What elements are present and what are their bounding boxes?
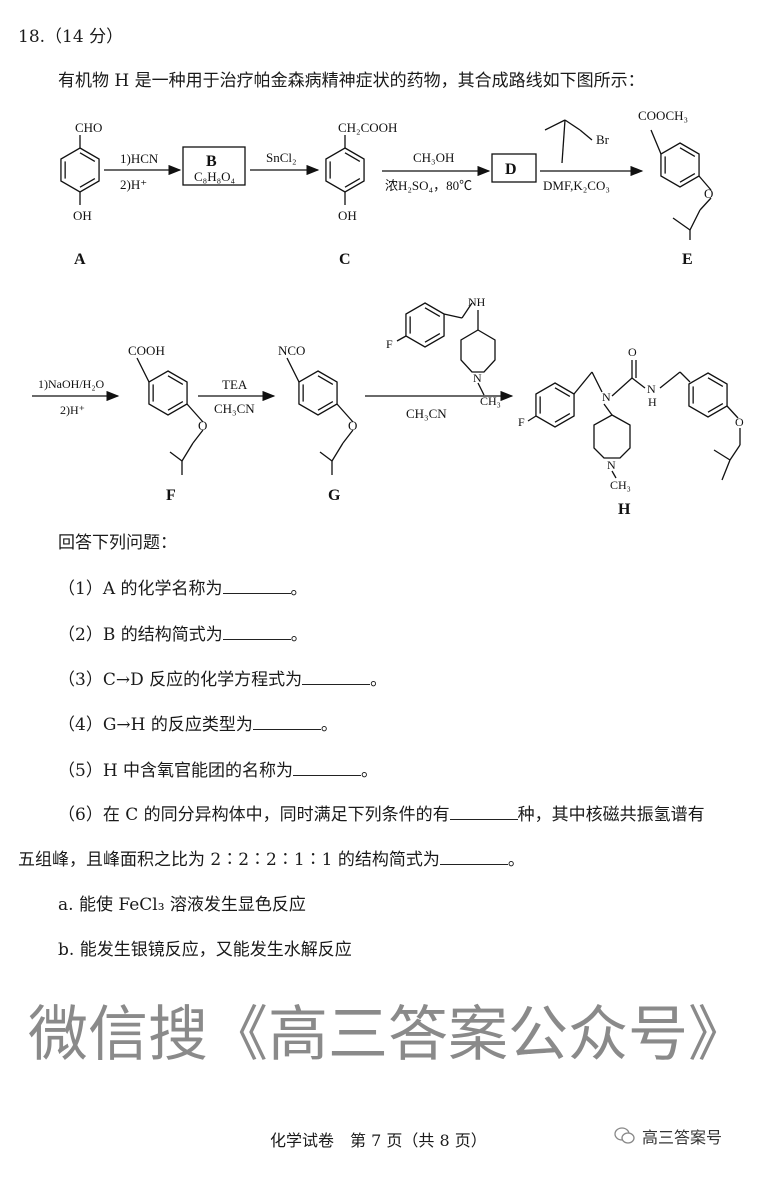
condition-a: a. 能使 FeCl₃ 溶液发生显色反应 [58, 895, 306, 915]
label-d: D [505, 161, 517, 178]
watermark: 微信搜《高三答案公众号》 [28, 1000, 748, 1070]
label-g: G [328, 487, 341, 504]
answer-blank[interactable] [439, 850, 508, 865]
benzene-ring [688, 372, 728, 418]
subquestion-2: （2）B 的结构简式为。 [58, 625, 308, 645]
label-e: E [682, 251, 693, 268]
h-o: O [628, 345, 637, 359]
double-bond [79, 178, 96, 188]
label-h: H [618, 501, 631, 518]
c-ch2cooh: CH₂COOH [338, 120, 397, 135]
reagent-n: N [473, 371, 482, 385]
double-bond [679, 147, 696, 157]
subquestion-6a: （6）在 C 的同分异构体中，同时满足下列条件的有种，其中核磁共振氢谱有 [58, 805, 705, 825]
benzene-ring [660, 142, 700, 188]
subquestion-6b: 五组峰，且峰面积之比为 2∶2∶2∶1∶1 的结构简式为。 [18, 850, 525, 870]
benzene-ring [405, 302, 445, 348]
brand-name: 高三答案号 [642, 1128, 723, 1147]
answer-blank[interactable] [252, 715, 321, 730]
double-bond [679, 173, 696, 183]
g-nco: NCO [278, 343, 305, 358]
a-oh: OH [73, 208, 92, 223]
double-bond [554, 387, 571, 397]
step4-br: Br [596, 132, 610, 147]
e-o: O [704, 186, 713, 201]
double-bond [79, 152, 96, 162]
step5-r1: 1)NaOH/H₂O [38, 377, 105, 391]
f-cooh: COOH [128, 343, 165, 358]
c-oh: OH [338, 208, 357, 223]
h-n2: N [607, 458, 616, 472]
step1-r2: 2)H⁺ [120, 177, 147, 192]
label-f: F [166, 487, 176, 504]
h-o2: O [735, 415, 744, 429]
e-cooch3: COOCH₃ [638, 108, 688, 123]
answer-blank[interactable] [293, 761, 362, 776]
brand-badge: 高三答案号 [614, 1124, 722, 1148]
b-formula: C₈H₈O₄ [194, 169, 236, 184]
step6-r2: CH₃CN [214, 401, 255, 416]
step7-r2: CH₃CN [406, 406, 447, 421]
g-o: O [348, 418, 357, 433]
benzene-ring [325, 147, 365, 193]
step1-r1: 1)HCN [120, 151, 159, 166]
double-bond [707, 403, 724, 413]
double-bond [344, 178, 361, 188]
question-number: 18.（14 分） [18, 27, 124, 47]
label-c: C [339, 251, 351, 268]
subquestion-3: （3）C→D 反应的化学方程式为。 [58, 670, 388, 690]
f-o: O [198, 418, 207, 433]
answer-blank[interactable] [302, 670, 371, 685]
step3-r2: 浓H₂SO₄，80℃ [385, 178, 472, 193]
benzene-ring [535, 382, 575, 428]
reagent-nh: NH [468, 295, 486, 309]
reagent-f: F [386, 337, 393, 351]
double-bond [167, 375, 184, 385]
condition-b: b. 能发生银镜反应，又能发生水解反应 [58, 940, 352, 960]
step5-r2: 2)H⁺ [60, 403, 85, 417]
subquestion-4: （4）G→H 的反应类型为。 [58, 715, 338, 735]
h-f: F [518, 415, 525, 429]
benzene-ring [298, 370, 338, 416]
answer-blank[interactable] [222, 625, 291, 640]
double-bond [424, 307, 441, 317]
prompt: 回答下列问题： [58, 533, 177, 553]
answer-blank[interactable] [222, 579, 291, 594]
question-intro: 有机物 H 是一种用于治疗帕金森病精神症状的药物，其合成路线如下图所示： [58, 71, 645, 91]
label-a: A [74, 251, 86, 268]
step2-r1: SnCl₂ [266, 150, 297, 165]
subquestion-5: （5）H 中含氧官能团的名称为。 [58, 761, 379, 781]
wechat-icon [614, 1127, 635, 1144]
double-bond [424, 333, 441, 343]
double-bond [317, 375, 334, 385]
h-nh-h: H [648, 395, 657, 409]
step4-r2: DMF,K₂CO₃ [543, 178, 610, 193]
double-bond [317, 401, 334, 411]
step6-r1: TEA [222, 377, 248, 392]
double-bond [554, 413, 571, 423]
benzene-ring [148, 370, 188, 416]
benzene-ring [60, 147, 100, 193]
double-bond [344, 152, 361, 162]
double-bond [707, 377, 724, 387]
page-footer: 化学试卷 第 7 页（共 8 页） [270, 1131, 487, 1150]
h-ch3: CH₃ [610, 478, 631, 492]
a-cho: CHO [75, 120, 102, 135]
subquestion-1: （1）A 的化学名称为。 [58, 579, 308, 599]
label-b: B [206, 153, 217, 170]
reagent-ch3: CH₃ [480, 394, 501, 408]
double-bond [167, 401, 184, 411]
answer-blank[interactable] [449, 805, 518, 820]
h-nh-n: N [647, 382, 656, 396]
synthesis-scheme: CHO OH A 1)HCN 2)H⁺ B C₈H₈O₄ SnCl₂ CH₂CO… [32, 108, 744, 518]
h-n1: N [602, 390, 611, 404]
step3-r1: CH₃OH [413, 150, 454, 165]
